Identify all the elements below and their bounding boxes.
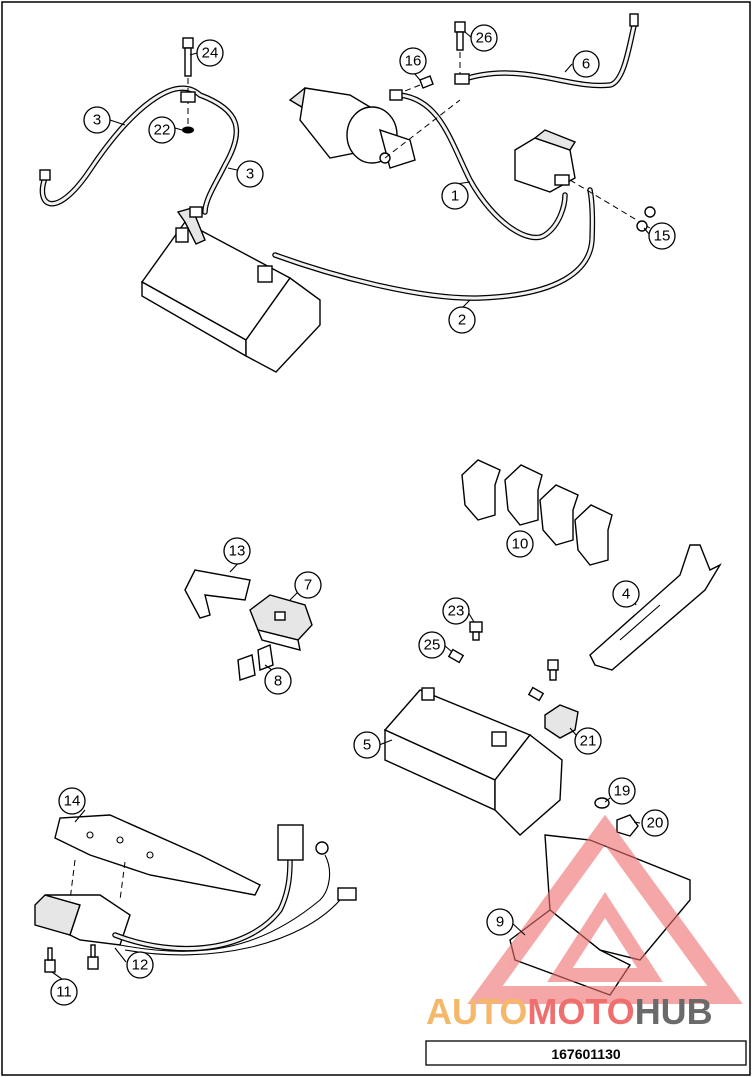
callout-3-lower: 3 <box>236 160 264 188</box>
callout-7-label: 7 <box>304 577 312 594</box>
screw-25 <box>447 648 465 664</box>
watermark-auto: AUTO <box>426 991 527 1032</box>
watermark-moto: MOTO <box>527 991 634 1032</box>
starter-motor <box>288 87 461 169</box>
cable-1 <box>397 92 568 241</box>
callout-20: 20 <box>641 809 669 837</box>
callout-6: 6 <box>572 50 600 78</box>
bracket-13 <box>184 569 251 619</box>
callout-2-label: 2 <box>458 312 466 329</box>
relay-7 <box>249 594 313 651</box>
watermark <box>467 814 743 1004</box>
callout-14-label: 14 <box>64 793 81 810</box>
callout-9-label: 9 <box>496 914 504 931</box>
callout-19-label: 19 <box>614 783 631 800</box>
callout-20-label: 20 <box>647 815 664 832</box>
callout-19: 19 <box>608 777 636 805</box>
callout-22: 22 <box>148 116 176 144</box>
cable-2 <box>272 187 596 301</box>
callout-11-label: 11 <box>56 984 72 1001</box>
callout-12: 12 <box>126 951 154 979</box>
callout-3-upper: 3 <box>83 106 111 134</box>
diagram-code-box: 167601130 <box>425 1040 747 1066</box>
callout-10: 10 <box>506 530 534 558</box>
regulator-12 <box>34 859 131 946</box>
screw-23 <box>469 621 483 641</box>
callout-16: 16 <box>399 47 427 75</box>
callout-5: 5 <box>353 731 381 759</box>
screw-near-21 <box>527 659 559 702</box>
callout-7: 7 <box>294 571 322 599</box>
cable-6 <box>459 13 639 89</box>
callout-4-label: 4 <box>622 586 630 603</box>
watermark-text: AUTOMOTOHUB <box>426 991 713 1032</box>
strap-4 <box>589 544 722 671</box>
fuses-10 <box>461 459 613 566</box>
callout-5-label: 5 <box>363 737 371 754</box>
screw-26 <box>454 21 470 85</box>
callout-24-label: 24 <box>202 45 219 62</box>
callout-26: 26 <box>470 24 498 52</box>
callout-16-label: 16 <box>405 53 422 70</box>
callout-24: 24 <box>196 39 224 67</box>
terminal-21 <box>544 704 579 739</box>
callout-25: 25 <box>418 631 446 659</box>
callout-25-label: 25 <box>424 637 441 654</box>
callout-23: 23 <box>442 597 470 625</box>
callout-21: 21 <box>574 727 602 755</box>
screws-11 <box>44 944 99 973</box>
callout-6-label: 6 <box>582 56 590 73</box>
washer-22 <box>182 126 194 134</box>
clips-8 <box>237 644 274 681</box>
cable-3 <box>39 85 240 218</box>
callout-8-label: 8 <box>274 673 282 690</box>
diagram-code: 167601130 <box>551 1046 621 1062</box>
screw-24 <box>180 37 196 125</box>
callout-22-label: 22 <box>154 122 171 139</box>
callout-4: 4 <box>612 580 640 608</box>
regulator-cables <box>112 824 357 956</box>
callout-2: 2 <box>448 306 476 334</box>
watermark-triangle <box>467 814 743 1004</box>
callout-21-label: 21 <box>580 733 597 750</box>
callout-26-label: 26 <box>476 30 493 47</box>
callout-3-upper-label: 3 <box>93 112 101 129</box>
callout-3-lower-label: 3 <box>246 166 254 183</box>
nut-16 <box>389 75 434 101</box>
callout-12-label: 12 <box>132 957 149 974</box>
callout-8: 8 <box>264 667 292 695</box>
screw-19 <box>594 797 610 809</box>
callout-15: 15 <box>648 222 676 250</box>
battery-5 <box>383 687 563 836</box>
callout-13-label: 13 <box>229 543 246 560</box>
callout-13: 13 <box>223 537 251 565</box>
callout-10-label: 10 <box>512 536 529 553</box>
callout-9: 9 <box>486 908 514 936</box>
callout-23-label: 23 <box>448 603 465 620</box>
clip-20 <box>616 814 639 837</box>
callout-15-label: 15 <box>654 228 671 245</box>
starter-relay <box>514 129 651 229</box>
callout-14: 14 <box>58 787 86 815</box>
watermark-hub: HUB <box>635 991 713 1032</box>
callout-11: 11 <box>50 978 78 1006</box>
bracket-14 <box>54 814 261 896</box>
battery-top <box>140 207 321 373</box>
callout-1: 1 <box>441 182 469 210</box>
callout-1-label: 1 <box>451 188 459 205</box>
